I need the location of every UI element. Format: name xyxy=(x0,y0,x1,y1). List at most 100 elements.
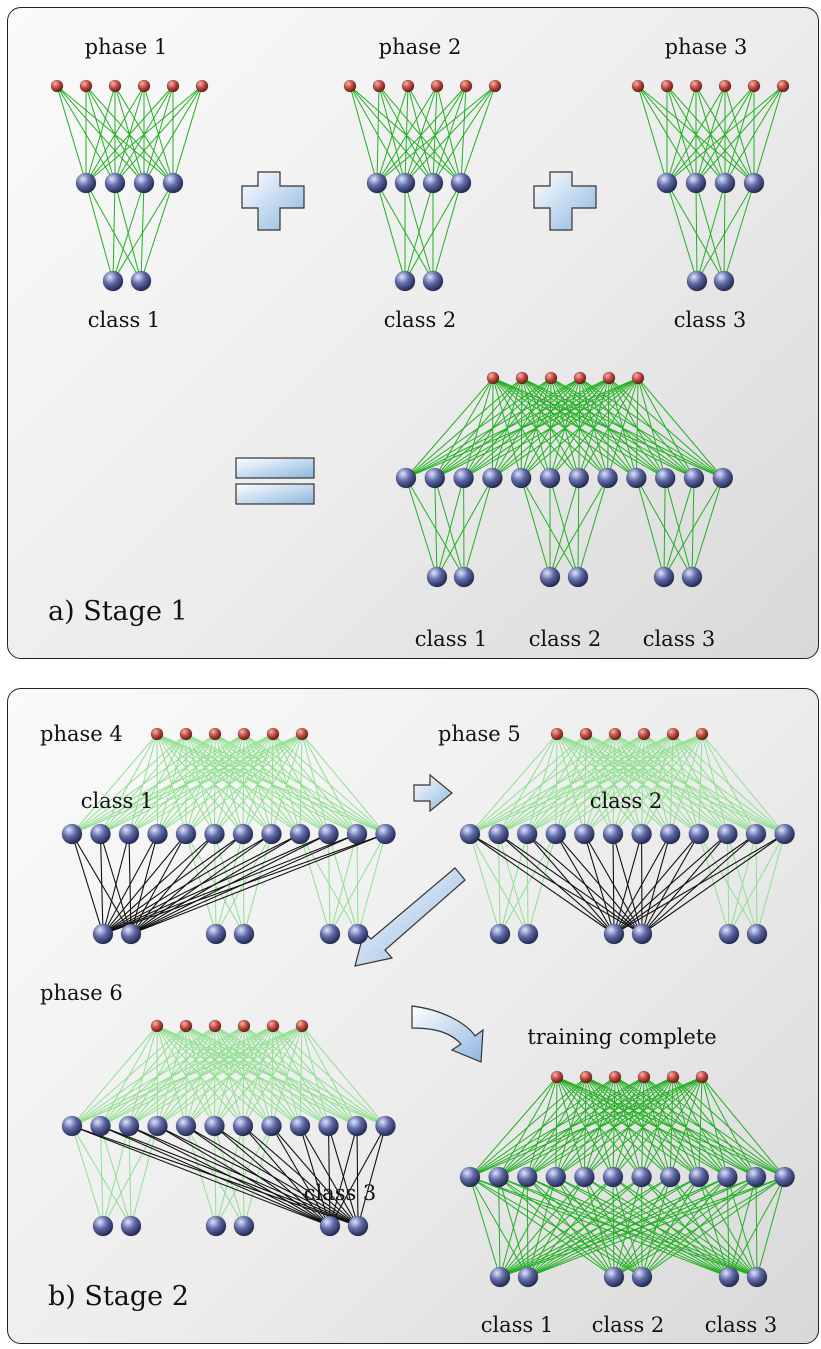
edge xyxy=(271,1025,303,1127)
trained-edge xyxy=(641,833,785,935)
output-node xyxy=(631,923,653,945)
output-node xyxy=(130,270,152,292)
edge xyxy=(128,733,303,835)
edge xyxy=(613,1176,757,1278)
hidden-node xyxy=(289,823,311,845)
input-node xyxy=(108,79,122,93)
hidden-node xyxy=(568,467,590,489)
output-node xyxy=(713,270,735,292)
edge xyxy=(663,477,724,578)
input-node xyxy=(550,727,564,741)
final-class-2-label: class 2 xyxy=(592,1313,665,1337)
edge xyxy=(405,377,552,479)
edge xyxy=(469,1076,703,1178)
edge xyxy=(376,85,380,184)
hidden-node xyxy=(75,172,97,194)
trained-edge xyxy=(102,833,272,935)
edge xyxy=(499,1176,557,1278)
hidden-node xyxy=(574,1166,595,1188)
output-node xyxy=(319,1215,341,1237)
trained-edge xyxy=(71,1125,331,1227)
trained-edge xyxy=(613,833,643,935)
node-layer xyxy=(50,79,795,1288)
edge xyxy=(102,1125,130,1227)
arrow-down-left-icon xyxy=(354,867,466,967)
stage-1-panel xyxy=(7,7,819,659)
edge xyxy=(157,733,303,835)
edge xyxy=(71,1025,245,1127)
input-node xyxy=(150,1019,164,1033)
edge xyxy=(329,833,386,935)
edge xyxy=(666,85,755,184)
hidden-node xyxy=(683,467,705,489)
trained-edge xyxy=(102,833,130,935)
edge xyxy=(376,85,438,184)
edge xyxy=(434,477,438,578)
output-node xyxy=(489,1266,511,1288)
edge xyxy=(71,733,216,835)
edge xyxy=(499,1176,642,1278)
trained-edge xyxy=(99,833,104,935)
input-node xyxy=(137,79,151,93)
input-node xyxy=(550,1070,564,1084)
edge xyxy=(666,85,784,184)
input-node xyxy=(776,79,790,93)
edge xyxy=(128,1025,303,1127)
hidden-node xyxy=(631,1166,652,1188)
edge xyxy=(85,182,114,282)
edge xyxy=(71,733,303,835)
input-node xyxy=(343,79,357,93)
trained-edge xyxy=(613,833,671,935)
hidden-node xyxy=(545,823,567,845)
combined-class-2-label: class 2 xyxy=(529,627,602,651)
input-node xyxy=(573,371,587,385)
input-node xyxy=(579,727,593,741)
edge xyxy=(498,1176,501,1278)
edge xyxy=(613,1176,785,1278)
edge xyxy=(701,733,757,835)
edge xyxy=(405,377,581,479)
edge xyxy=(140,182,174,282)
edge xyxy=(469,1076,645,1178)
edge xyxy=(499,1176,671,1278)
equals-sign xyxy=(235,457,315,505)
edge xyxy=(469,1076,558,1178)
output-node xyxy=(205,923,227,945)
plus-sign-1 xyxy=(241,171,305,231)
input-node xyxy=(79,79,93,93)
hidden-node xyxy=(574,823,595,845)
trained-edge xyxy=(102,833,301,935)
hidden-node xyxy=(459,1166,481,1188)
edge xyxy=(641,1176,785,1278)
hidden-node xyxy=(717,1166,738,1188)
output-node xyxy=(422,270,444,292)
hidden-node xyxy=(424,467,446,489)
edge xyxy=(698,733,703,835)
hidden-node xyxy=(510,467,532,489)
edge xyxy=(669,733,703,835)
edge xyxy=(469,733,674,835)
input-node xyxy=(166,79,180,93)
edge xyxy=(498,833,501,935)
trained-edge xyxy=(555,833,615,935)
edge xyxy=(607,377,639,479)
edge xyxy=(404,182,434,282)
trained-edge xyxy=(242,1125,331,1227)
edge xyxy=(102,1125,158,1227)
trained-edge xyxy=(526,833,615,935)
edge xyxy=(499,1176,700,1278)
hidden-node xyxy=(318,1115,339,1137)
trained-edge xyxy=(329,1125,358,1227)
hidden-node xyxy=(261,823,282,845)
edge xyxy=(376,85,409,184)
hidden-node xyxy=(712,467,734,489)
edge xyxy=(214,1025,303,1127)
hidden-node xyxy=(516,1166,538,1188)
combined-class-1-label: class 1 xyxy=(415,627,488,651)
input-node xyxy=(237,1019,251,1033)
input-node xyxy=(208,727,222,741)
edge xyxy=(527,1176,785,1278)
edge xyxy=(666,182,725,282)
hidden-node xyxy=(422,172,444,194)
output-node xyxy=(517,1266,539,1288)
